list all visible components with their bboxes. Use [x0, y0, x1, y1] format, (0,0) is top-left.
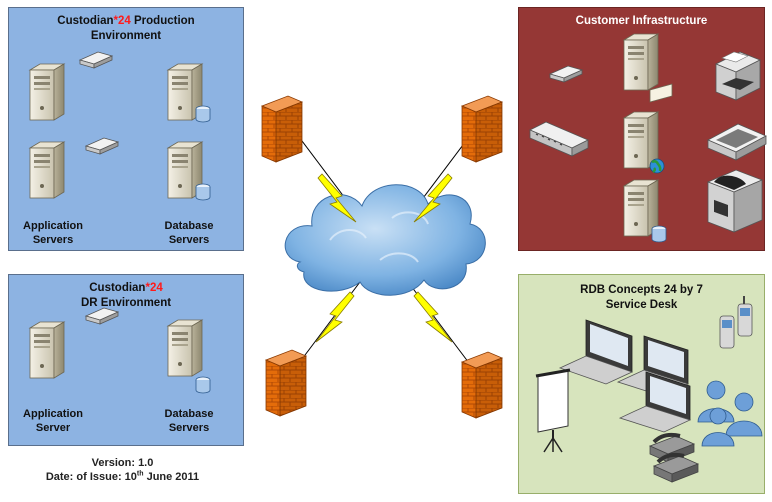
service-desk-title: RDB Concepts 24 by 7 Service Desk [580, 284, 703, 311]
production-environment-title: Custodian*24 Production Environment [57, 15, 195, 42]
database-server-icon [167, 319, 211, 394]
lightning-icon [317, 173, 357, 223]
projector-screen-icon [535, 368, 571, 453]
users-icon [697, 380, 763, 447]
lightning-icon [315, 291, 355, 343]
database-server-icon [167, 141, 211, 201]
switch-icon [529, 121, 589, 157]
firewall-icon [261, 95, 303, 163]
customer-infrastructure-title: Customer Infrastructure [575, 15, 708, 27]
dr-environment-title: Custodian*24 DR Environment [80, 282, 172, 309]
firewall-icon [461, 95, 503, 163]
database-server-icon [167, 63, 211, 123]
fax-icon [706, 169, 764, 233]
desk-phone-icon [648, 432, 700, 483]
laptop-icon [558, 319, 634, 385]
issue-date-text: Date: of Issue: 10th June 2011 [45, 470, 200, 483]
modem-icon [79, 51, 113, 69]
laptop-icon [618, 371, 692, 433]
modem-icon [85, 137, 119, 155]
server-icon [29, 321, 65, 379]
lightning-icon [413, 291, 453, 343]
cloud-icon [284, 184, 486, 296]
production-environment-panel: Custodian*24 Production Environment Appl… [8, 7, 244, 251]
scanner-icon [707, 123, 767, 161]
firewall-icon [265, 349, 307, 417]
lightning-icon [413, 173, 453, 223]
database-server-icon [623, 179, 667, 243]
firewall-icon [461, 351, 503, 419]
globe-server-icon [623, 111, 665, 174]
server-icon [623, 33, 673, 103]
mobile-phone-icon [719, 296, 753, 349]
modem-icon [85, 307, 119, 325]
version-text: Version: 1.0 [91, 457, 154, 469]
server-icon [29, 63, 65, 121]
printer-icon [715, 51, 761, 101]
server-icon [29, 141, 65, 199]
modem-icon [549, 65, 583, 83]
